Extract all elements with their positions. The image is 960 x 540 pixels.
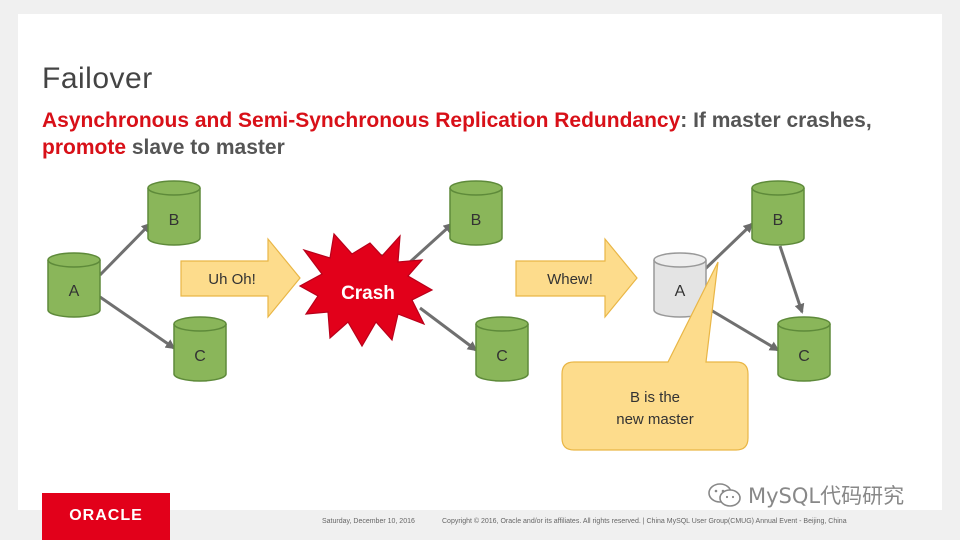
replication-arrow-a-b <box>98 222 152 277</box>
subtitle-text: : If master crashes, <box>680 109 872 132</box>
watermark-text: MySQL代码研究 <box>748 484 905 508</box>
database-c-stage2-label: C <box>496 348 508 365</box>
replication-arrow-crashed-b <box>408 222 454 264</box>
crash-label: Crash <box>341 283 395 304</box>
replication-arrow-a-c <box>99 295 176 350</box>
subtitle-highlight: Asynchronous and Semi-Synchronous Replic… <box>42 109 681 132</box>
transition-arrow-uh-oh: Uh Oh! <box>180 237 301 319</box>
oracle-logo: ORACLE <box>42 493 170 540</box>
subtitle-promote: promote <box>42 136 126 159</box>
database-b-new-master-label: B <box>773 212 784 229</box>
database-b: B <box>147 180 201 246</box>
database-c-label: C <box>194 348 206 365</box>
arrow-label-whew: Whew! <box>547 271 593 288</box>
database-b-label: B <box>169 212 180 229</box>
replication-arrow-old-a-c <box>703 304 780 352</box>
callout-bubble: B is the new master <box>561 261 749 451</box>
transition-arrow-whew: Whew! <box>515 237 638 319</box>
callout-line-1: B is the <box>630 389 680 406</box>
crash-burst-icon: Crash <box>298 232 434 348</box>
replication-arrow-old-a-b <box>700 222 754 274</box>
slide-background <box>18 14 942 510</box>
footer-copyright: Copyright © 2016, Oracle and/or its affi… <box>442 518 847 525</box>
database-c: C <box>173 316 227 382</box>
watermark: MySQL代码研究 <box>708 480 904 510</box>
database-b-stage2: B <box>449 180 503 246</box>
database-c-stage3-label: C <box>798 348 810 365</box>
slide-title: Failover <box>42 62 153 95</box>
callout-line-2: new master <box>616 411 694 428</box>
footer-date: Saturday, December 10, 2016 <box>322 518 415 525</box>
database-a-failed-label: A <box>675 283 686 300</box>
slide-subtitle: Asynchronous and Semi-Synchronous Replic… <box>42 107 902 161</box>
database-a: A <box>47 252 101 318</box>
replication-arrow-crashed-c <box>419 306 478 352</box>
subtitle-text-end: slave to master <box>126 136 285 159</box>
replication-arrow-b-c <box>778 245 805 314</box>
database-c-stage3: C <box>777 316 831 382</box>
wechat-icon <box>708 483 741 507</box>
oracle-logo-text: ORACLE <box>69 507 143 524</box>
database-b-new-master: B <box>751 180 805 246</box>
arrow-label-uh-oh: Uh Oh! <box>208 271 256 288</box>
database-a-failed: A <box>653 252 707 318</box>
database-c-stage2: C <box>475 316 529 382</box>
database-b-stage2-label: B <box>471 212 482 229</box>
database-a-label: A <box>69 283 80 300</box>
